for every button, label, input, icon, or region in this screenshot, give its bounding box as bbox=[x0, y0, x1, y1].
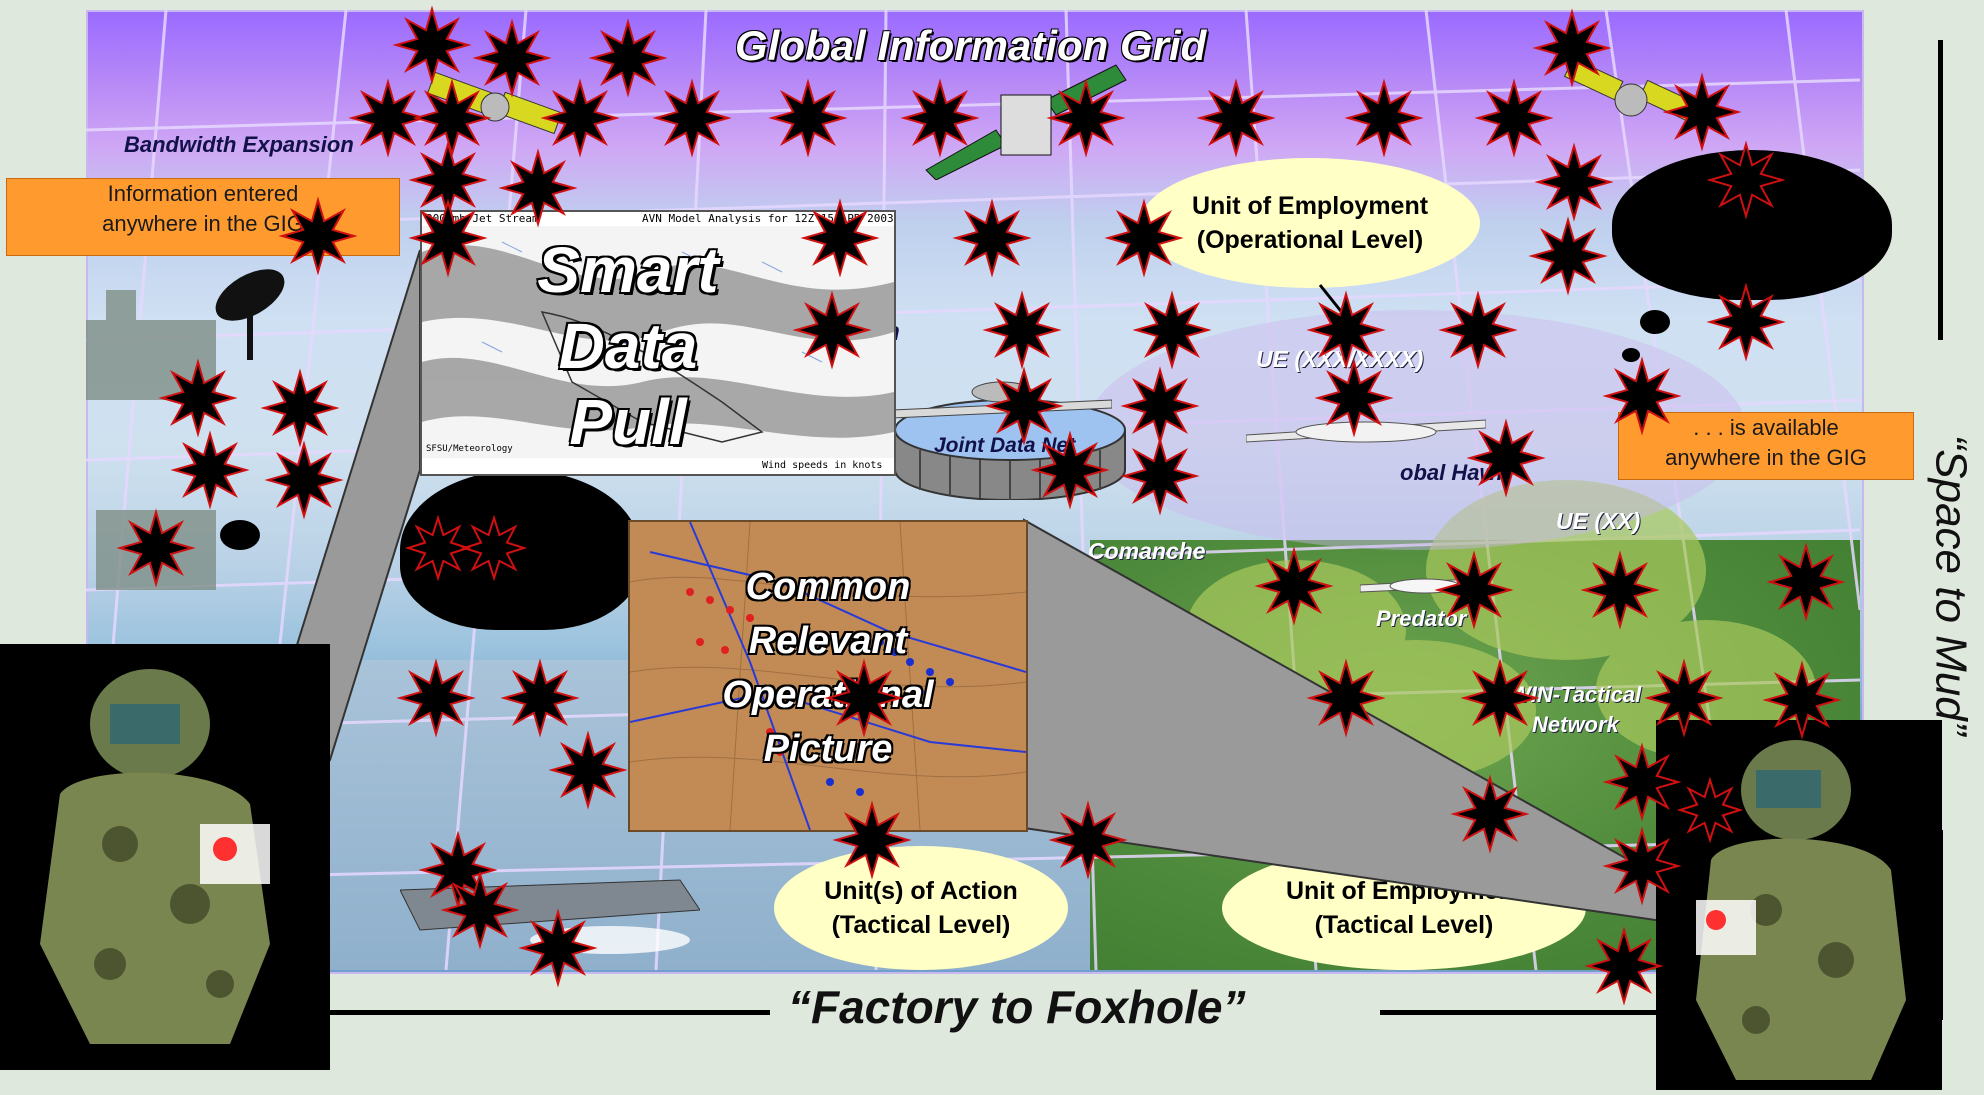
ue-tactical-line-2: (Tactical Level) bbox=[1314, 911, 1494, 939]
weather-footer-left: SFSU/Meteorology bbox=[426, 444, 513, 454]
weather-footer-right: Wind speeds in knots bbox=[762, 460, 883, 471]
cloud-bubble-small bbox=[220, 520, 260, 550]
overlay-relevant: Relevant bbox=[748, 620, 908, 662]
ua-tactical-line-1: Unit(s) of Action bbox=[824, 877, 1018, 905]
page-title: Global Information Grid bbox=[735, 22, 1207, 69]
overlay-picture: Picture bbox=[763, 728, 893, 770]
comanche-label: Comanche bbox=[1088, 538, 1206, 564]
network-label: Network bbox=[1532, 712, 1619, 737]
operational-picture-map: Common Relevant Operational Picture bbox=[628, 520, 1028, 832]
ue-operational-ellipse: Unit of Employment (Operational Level) bbox=[1140, 158, 1480, 288]
ue-operational-line-1: Unit of Employment bbox=[1191, 192, 1429, 220]
soldier-left-panel bbox=[0, 644, 330, 1070]
ua-tactical-line-2: (Tactical Level) bbox=[831, 911, 1011, 939]
ue-xx-label: UE (XX) bbox=[1556, 508, 1641, 534]
available-line-2: anywhere in the GIG bbox=[1665, 445, 1867, 470]
ua-tactical-ellipse: Unit(s) of Action (Tactical Level) bbox=[774, 846, 1068, 970]
bottom-caption: “Factory to Foxhole” bbox=[788, 981, 1246, 1033]
side-caption: “Space to Mud” bbox=[1926, 434, 1975, 736]
bandwidth-label: Bandwidth Expansion bbox=[124, 132, 354, 157]
overlay-common: Common bbox=[745, 566, 911, 608]
operational-map-graphic bbox=[630, 522, 1026, 830]
overlay-smart: Smart bbox=[537, 234, 719, 306]
weather-map: 300 mb Jet Stream AVN Model Analysis for… bbox=[420, 210, 896, 476]
bottom-rule-right bbox=[1380, 1010, 1656, 1015]
dish-antenna-icon bbox=[215, 269, 285, 360]
soldier-right-panel bbox=[1656, 720, 1942, 1090]
smart-data-pull-overlay: Smart Data Pull bbox=[518, 232, 738, 460]
side-rule-top bbox=[1938, 40, 1943, 340]
weather-caption-left: 300 mb Jet Stream bbox=[426, 212, 539, 225]
thought-bubble-small bbox=[1640, 310, 1670, 334]
overlay-data: Data bbox=[558, 310, 698, 382]
bottom-rule-left bbox=[330, 1010, 770, 1015]
ue-operational-line-2: (Operational Level) bbox=[1196, 226, 1424, 254]
overlay-pull: Pull bbox=[569, 386, 687, 458]
crop-overlay: Common Relevant Operational Picture bbox=[640, 560, 1016, 776]
soldier-right-icon bbox=[1696, 740, 1906, 1080]
side-caption-wrapper: “Space to Mud” bbox=[1920, 350, 1980, 820]
soldier-left-icon bbox=[40, 669, 270, 1044]
side-rule-bottom bbox=[1938, 830, 1943, 1020]
weather-caption-right: AVN Model Analysis for 12Z 15 APR 2003 bbox=[642, 212, 894, 225]
info-entered-line-1: Information entered bbox=[107, 181, 299, 206]
available-line-1: . . . is available bbox=[1693, 415, 1839, 440]
overlay-operational: Operational bbox=[722, 674, 934, 716]
info-entered-line-2: anywhere in the GIG bbox=[102, 211, 304, 236]
